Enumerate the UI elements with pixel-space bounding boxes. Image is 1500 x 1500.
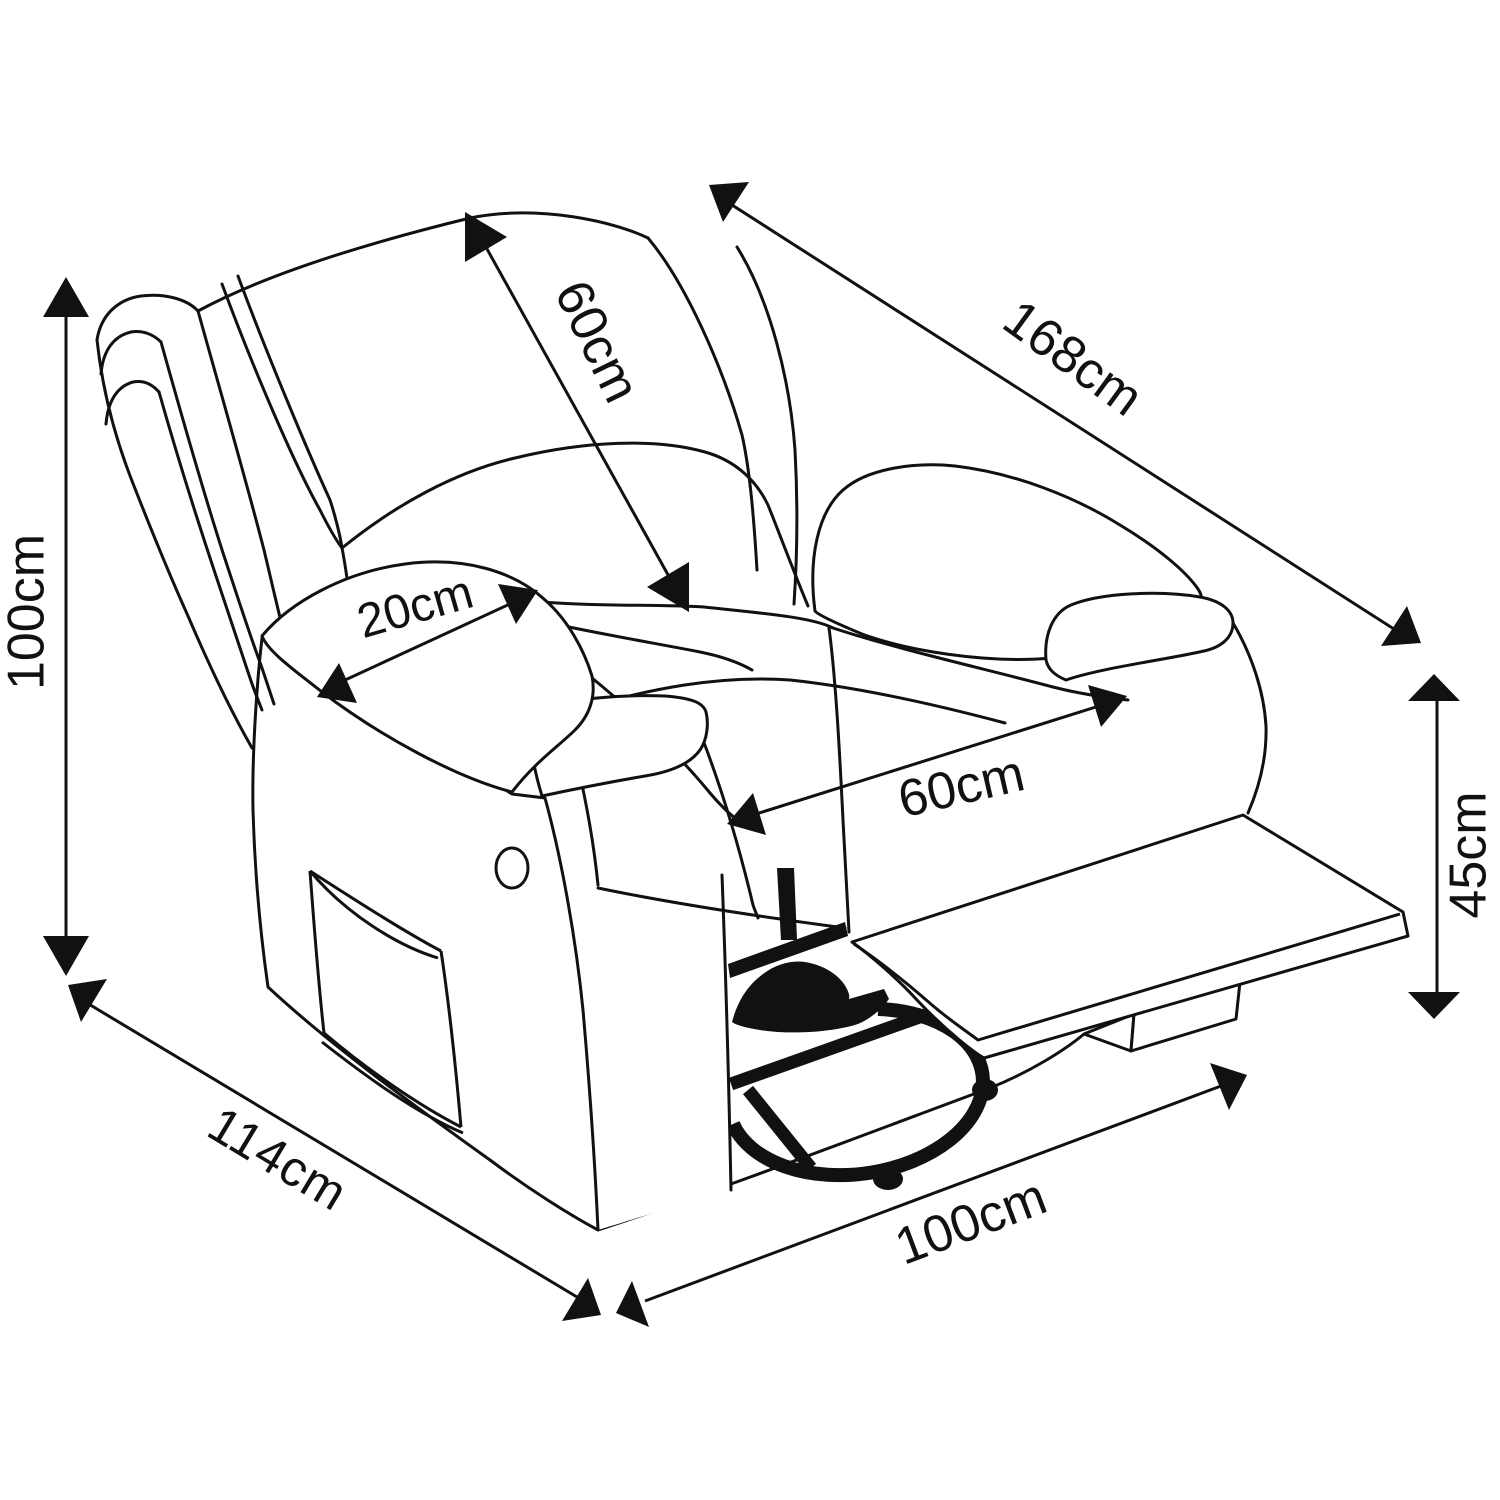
svg-text:45cm: 45cm <box>1440 791 1498 918</box>
svg-text:100cm: 100cm <box>0 534 56 690</box>
